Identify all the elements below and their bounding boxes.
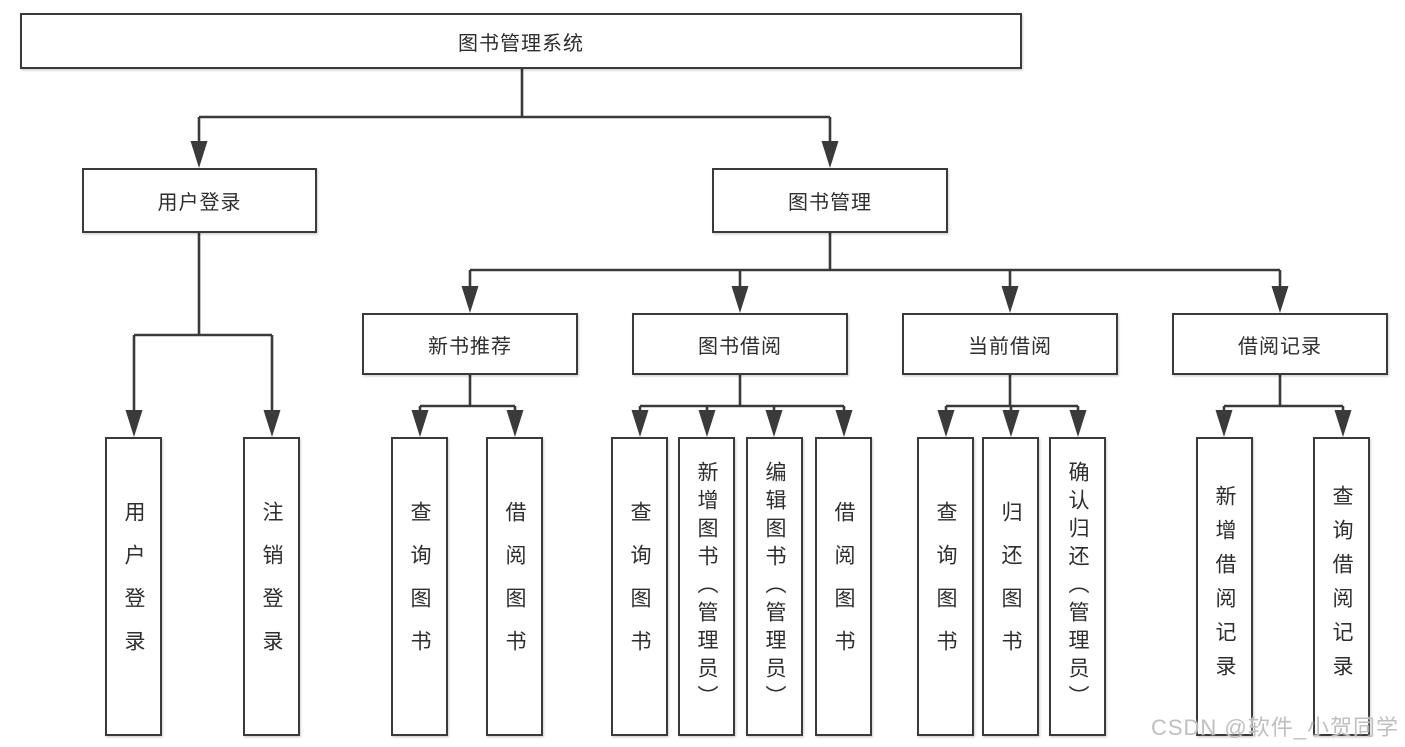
leaf-query-books-borrowing: 查询图书 [611, 437, 668, 736]
arrow-down-icon [835, 410, 853, 437]
leaf-label: 新增图书（管理员） [695, 460, 718, 713]
node-borrowing-records: 借阅记录 [1172, 313, 1388, 375]
leaf-return-books: 归还图书 [982, 437, 1039, 736]
node-current-borrowing: 当前借阅 [902, 313, 1118, 375]
node-label: 用户登录 [157, 192, 242, 214]
leaf-label: 确认归还（管理员） [1066, 460, 1089, 713]
node-label: 图书管理 [788, 192, 872, 214]
arrow-down-icon [1002, 410, 1020, 437]
csdn-watermark: CSDN @软件_小贺同学 [1150, 715, 1399, 740]
leaf-label: 编辑图书（管理员） [763, 460, 786, 713]
leaf-query-books-recommend: 查询图书 [391, 437, 448, 736]
leaf-borrow-books-borrowing: 借阅图书 [815, 437, 872, 736]
leaf-label: 查询图书 [408, 500, 431, 673]
leaf-confirm-return-admin: 确认归还（管理员） [1049, 437, 1106, 736]
arrow-down-icon [125, 410, 143, 437]
leaf-add-books-admin: 新增图书（管理员） [678, 437, 735, 736]
node-book-borrowing: 图书借阅 [632, 313, 848, 375]
arrow-down-icon [190, 141, 208, 168]
leaf-query-books-current: 查询图书 [917, 437, 974, 736]
arrow-down-icon [411, 410, 429, 437]
leaf-label: 归还图书 [999, 500, 1022, 673]
arrow-down-icon [1001, 286, 1019, 313]
arrow-down-icon [506, 410, 524, 437]
leaf-label: 查询图书 [934, 500, 957, 673]
arrow-down-icon [263, 410, 281, 437]
arrow-down-icon [937, 410, 955, 437]
node-label: 图书借阅 [698, 335, 782, 358]
node-label: 图书管理系统 [458, 32, 584, 55]
leaf-logout: 注销登录 [243, 437, 300, 736]
leaf-label: 用户登录 [122, 500, 145, 673]
node-label: 当前借阅 [968, 335, 1052, 358]
node-label: 新书推荐 [428, 335, 512, 358]
arrow-down-icon [698, 410, 716, 437]
arrow-down-icon [1271, 286, 1289, 313]
arrow-down-icon [731, 286, 749, 313]
leaf-add-borrow-record: 新增借阅记录 [1196, 437, 1253, 736]
arrow-down-icon [765, 410, 783, 437]
leaf-label: 查询借阅记录 [1330, 484, 1353, 689]
node-label: 借阅记录 [1238, 335, 1322, 358]
node-book-management-branch: 图书管理 [712, 168, 948, 233]
leaf-label: 新增借阅记录 [1213, 484, 1236, 689]
arrow-down-icon [1069, 410, 1087, 437]
arrow-down-icon [1215, 410, 1233, 437]
arrow-down-icon [631, 410, 649, 437]
leaf-label: 注销登录 [260, 500, 283, 673]
leaf-label: 借阅图书 [832, 500, 855, 673]
arrow-down-icon [461, 286, 479, 313]
node-new-book-recommendation: 新书推荐 [362, 313, 578, 375]
node-user-login-branch: 用户登录 [82, 168, 317, 233]
leaf-label: 查询图书 [628, 500, 651, 673]
leaf-borrow-books-recommend: 借阅图书 [486, 437, 543, 736]
node-library-management-system: 图书管理系统 [20, 13, 1022, 69]
connector-arrows [125, 141, 1352, 437]
leaf-user-login: 用户登录 [105, 437, 162, 736]
arrow-down-icon [1334, 410, 1352, 437]
arrow-down-icon [821, 141, 839, 168]
leaf-query-borrow-record: 查询借阅记录 [1313, 437, 1370, 736]
leaf-label: 借阅图书 [503, 500, 526, 673]
leaf-edit-books-admin: 编辑图书（管理员） [746, 437, 803, 736]
